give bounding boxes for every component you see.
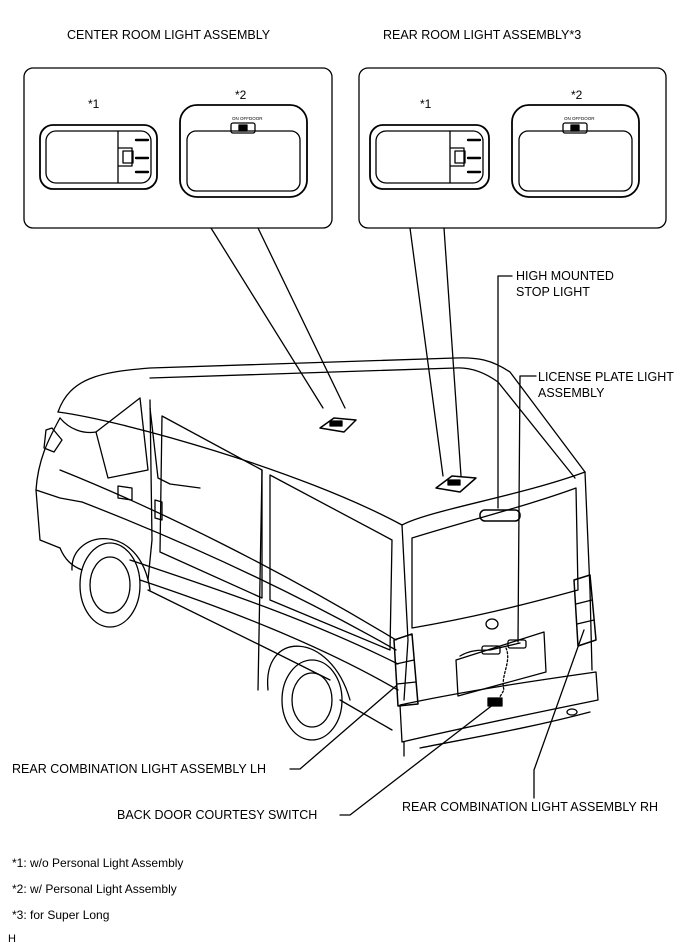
switch-off-label: OFF <box>572 116 581 121</box>
room-light-type2-center <box>179 104 308 198</box>
marker-1-center: *1 <box>88 97 100 111</box>
center-room-light-title: CENTER ROOM LIGHT ASSEMBLY <box>67 28 271 42</box>
license-plate-light-label-line2: ASSEMBLY <box>538 386 605 400</box>
rear-combo-lh-label: REAR COMBINATION LIGHT ASSEMBLY LH <box>12 762 266 776</box>
center-room-light-on-roof <box>319 417 357 433</box>
back-door-switch-leader <box>339 703 495 816</box>
rear-light-leader <box>409 227 462 477</box>
license-plate-light-label-line1: LICENSE PLATE LIGHT <box>538 370 674 384</box>
room-light-type1-rear <box>369 124 490 190</box>
switch-door-label: DOOR <box>581 116 595 121</box>
rear-room-light-detail-box <box>358 67 667 229</box>
high-mounted-stop-light-label-line1: HIGH MOUNTED <box>516 269 614 283</box>
corner-letter: H <box>8 933 16 945</box>
marker-2-rear: *2 <box>571 88 583 102</box>
license-plate-light-label: LICENSE PLATE LIGHT ASSEMBLY <box>538 369 674 401</box>
footnote-2: *2: w/ Personal Light Assembly <box>12 882 177 896</box>
marker-1-rear: *1 <box>420 97 432 111</box>
back-door-courtesy-switch <box>487 647 509 707</box>
footnote-1: *1: w/o Personal Light Assembly <box>12 856 184 870</box>
center-room-light-detail-box <box>23 67 333 229</box>
switch-on-label: ON <box>232 116 239 121</box>
back-door-switch-label: BACK DOOR COURTESY SWITCH <box>117 808 318 822</box>
switch-door-label: DOOR <box>249 116 263 121</box>
rear-combo-rh-label: REAR COMBINATION LIGHT ASSEMBLY RH <box>402 800 659 814</box>
license-plate-lights <box>459 639 527 657</box>
marker-2-center: *2 <box>235 88 247 102</box>
center-light-leader <box>210 227 346 409</box>
switch-on-label: ON <box>564 116 571 121</box>
high-mounted-stop-light <box>479 509 521 522</box>
switch-off-label: OFF <box>240 116 249 121</box>
rear-room-light-on-roof <box>435 475 477 493</box>
high-mounted-stop-light-label-line2: STOP LIGHT <box>516 285 590 299</box>
rear-room-light-title: REAR ROOM LIGHT ASSEMBLY*3 <box>383 28 582 42</box>
footnote-3: *3: for Super Long <box>12 908 110 922</box>
high-mounted-stop-light-leader <box>497 275 513 509</box>
room-light-type1-center <box>39 124 158 190</box>
rear-combination-light-rh <box>573 574 597 647</box>
rear-combination-light-lh <box>393 633 419 707</box>
rear-combo-lh-leader <box>289 685 397 770</box>
license-plate-light-leader <box>517 375 537 643</box>
van-body <box>35 357 599 757</box>
high-mounted-stop-light-label: HIGH MOUNTED STOP LIGHT <box>516 268 614 300</box>
room-light-type2-rear <box>511 104 640 198</box>
rear-combo-rh-leader <box>533 629 585 799</box>
